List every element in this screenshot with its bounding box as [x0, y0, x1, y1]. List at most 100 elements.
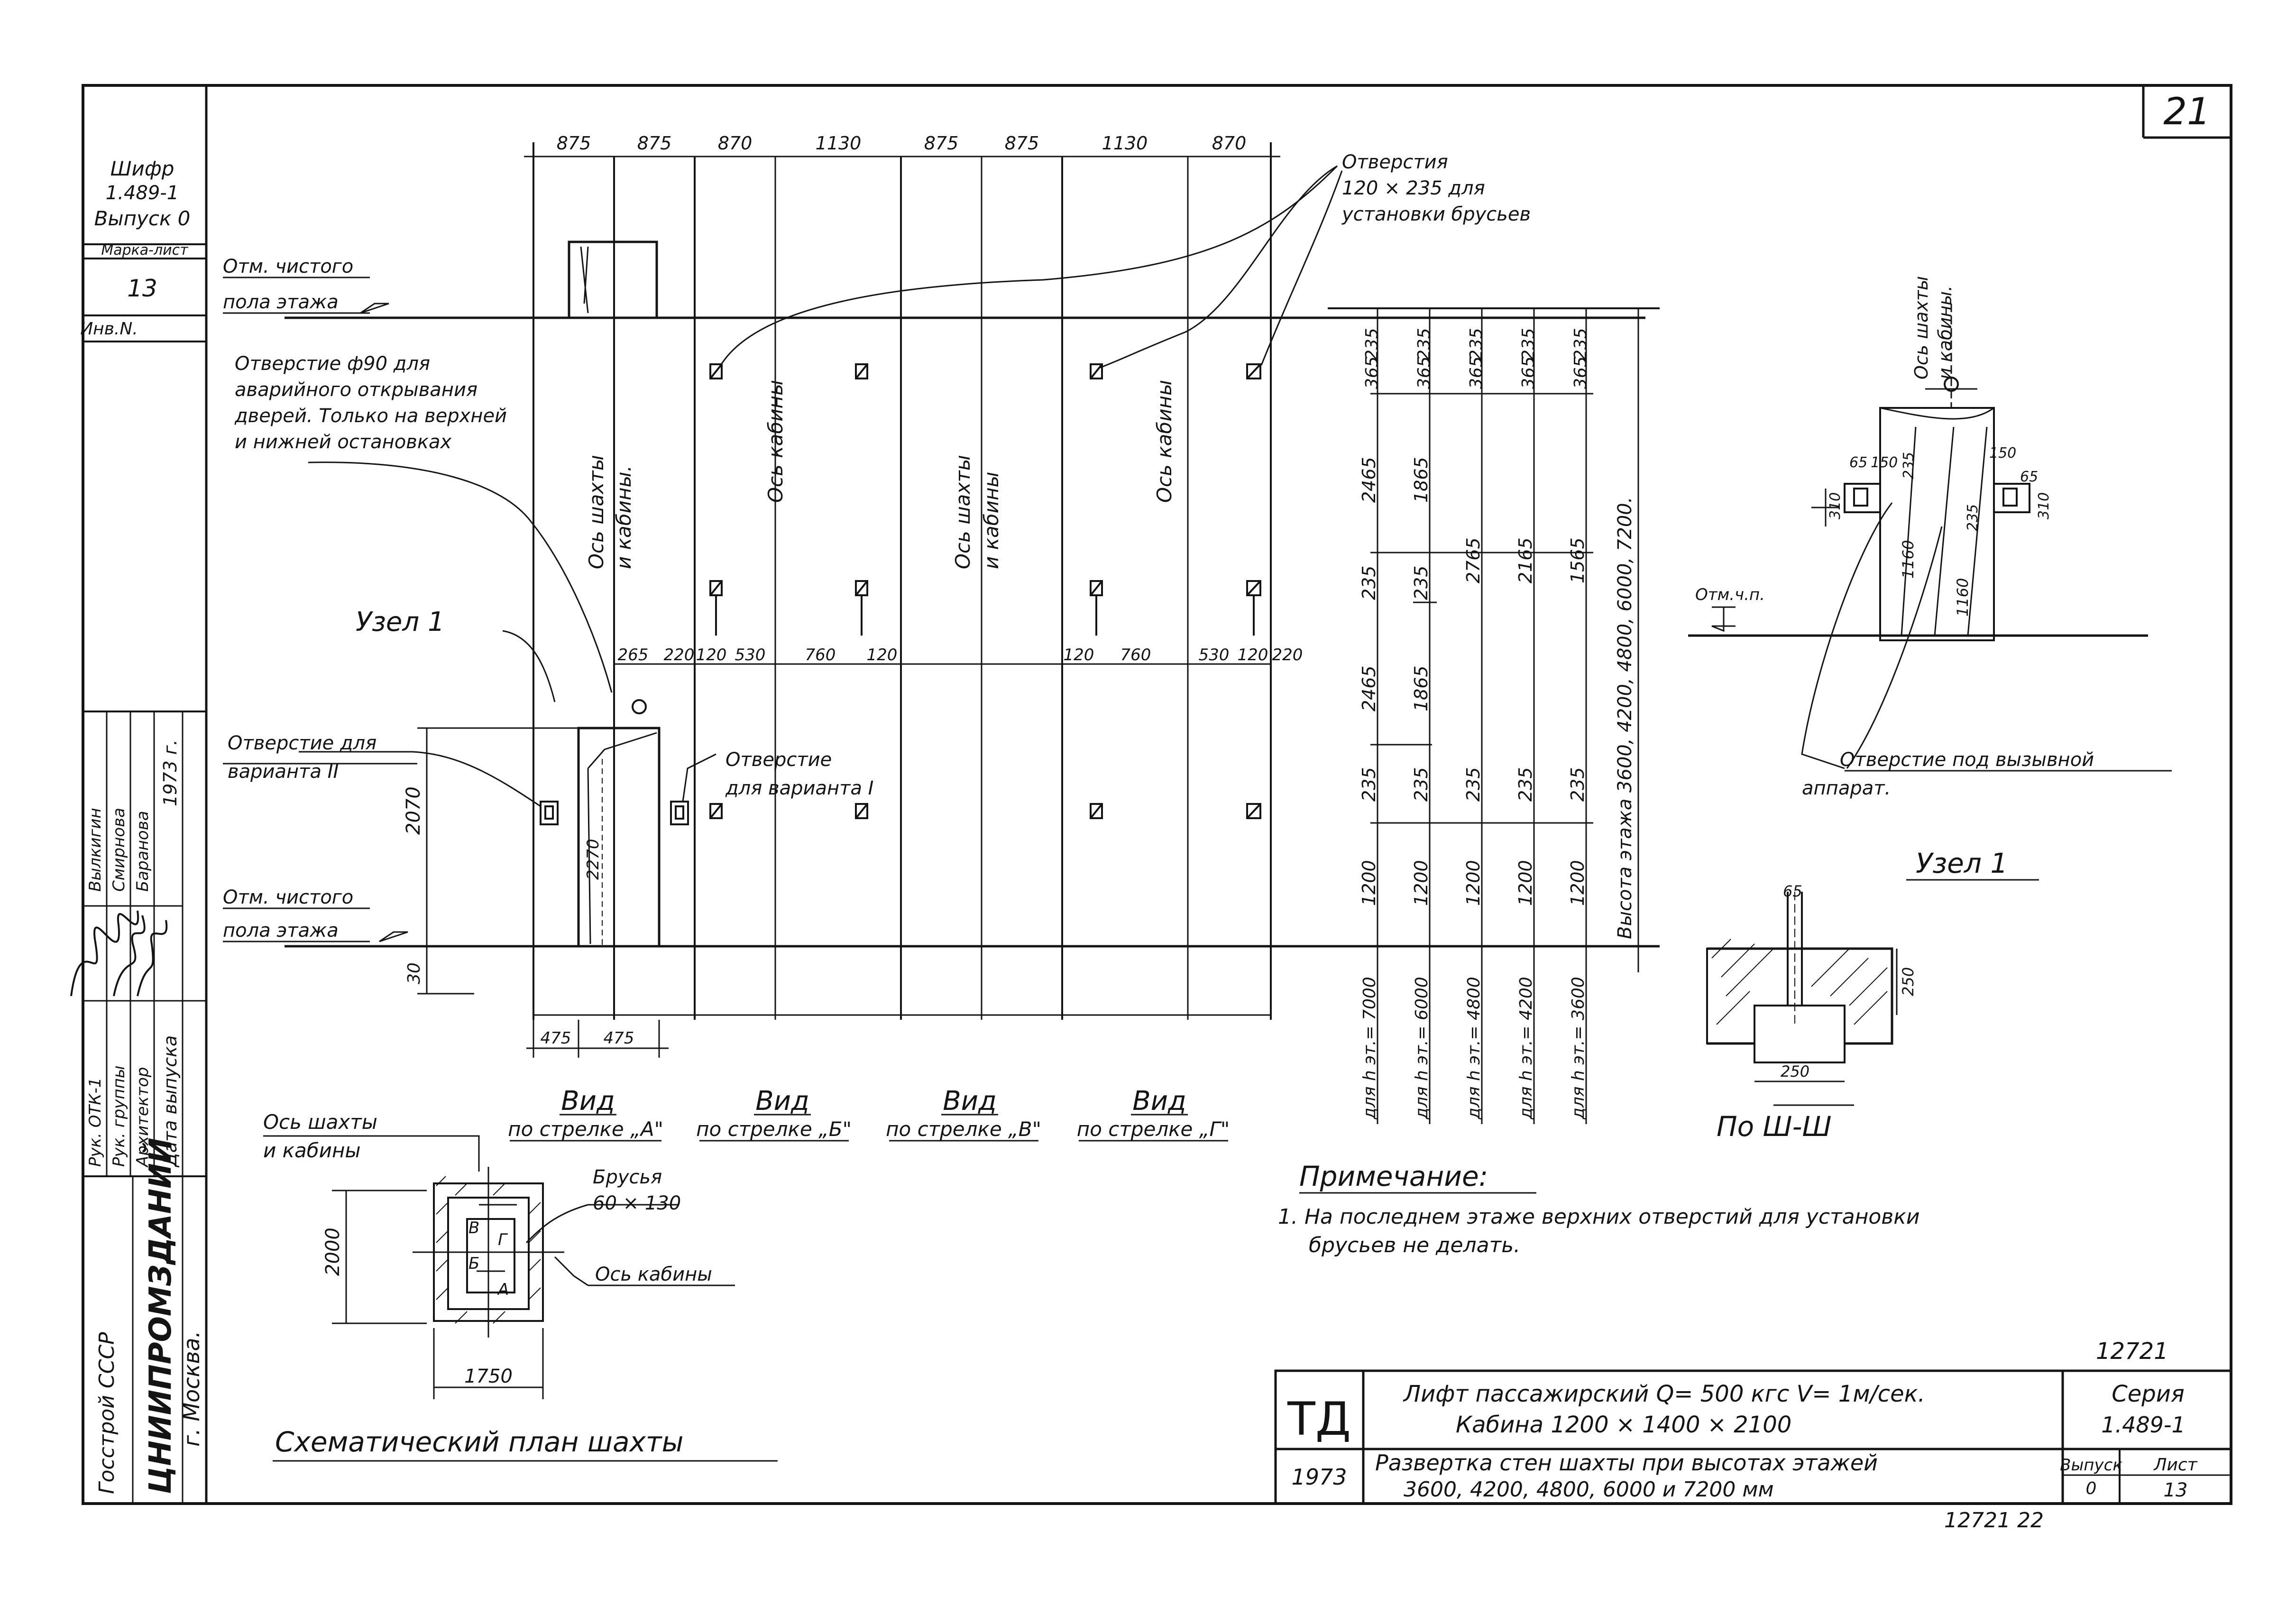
view-b-title: Вид: [755, 1086, 809, 1117]
tbl-c5-v1: 1565: [1567, 537, 1588, 583]
mid-dim-220b: 220: [1272, 646, 1303, 665]
node1-pointer: Узел 1: [356, 607, 445, 637]
top-dim-8: 870: [1212, 133, 1247, 154]
right-dim-235b: 235: [1965, 504, 1981, 531]
mid-dim-760a: 760: [805, 646, 836, 665]
tbl-col-label-3: для h эт.= 4800: [1464, 977, 1484, 1120]
stamp-ministry: Госстрой СССР: [95, 1332, 119, 1494]
axis-cabin-1: Ось кабины: [764, 380, 787, 503]
tb-issue-label: Выпуск: [2060, 1456, 2122, 1475]
view-v-subtitle: по стрелке „В": [886, 1117, 1041, 1141]
height-table: [1328, 307, 1660, 1124]
tbl-col-label-2: для h эт.= 6000: [1412, 977, 1432, 1120]
signatures: [70, 910, 168, 997]
dim-30: 30: [404, 962, 424, 984]
tb-year: 1973: [1291, 1464, 1347, 1490]
plan-title: Схематический план шахты: [275, 1426, 683, 1458]
tbl-row1-b-c2: 365: [1414, 356, 1434, 389]
tbl-row1-a-c3: 235: [1467, 328, 1486, 360]
left-stamp: [83, 243, 206, 1504]
plan-letter-g: Г: [498, 1230, 508, 1249]
tb-line1: Лифт пассажирский Q= 500 кгс V= 1м/сек.: [1403, 1381, 1925, 1407]
dim-475-2: 475: [604, 1029, 634, 1048]
plan-letter-v: В: [468, 1219, 479, 1237]
tbl-col-label-5: для h эт.= 3600: [1569, 977, 1588, 1120]
tbl-vertical-caption: Высота этажа 3600, 4200, 4800, 6000, 720…: [1614, 497, 1636, 939]
top-dim-3: 870: [718, 133, 753, 154]
node1-section-title: По Ш-Ш: [1717, 1110, 1832, 1143]
brace-holes: [540, 363, 1261, 825]
mid-dim-120b: 120: [867, 646, 898, 665]
floor-level-bottom-line1: Отм. чистого: [223, 886, 353, 908]
right-level: Отм.ч.п.: [1695, 585, 1765, 604]
axis-shaft-cabin-2-line2: и кабины: [980, 471, 1003, 569]
tb-line4: 3600, 4200, 4800, 6000 и 7200 мм: [1404, 1477, 1774, 1502]
tbl-c1-v5: 1200: [1359, 860, 1379, 906]
node1-drawing: [1706, 879, 2039, 1106]
view-a-title: Вид: [561, 1086, 615, 1117]
right-dim-1160b: 1160: [1954, 578, 1972, 617]
tbl-row1-a-c5: 235: [1571, 328, 1590, 360]
floor-level-top-line2: пола этажа: [223, 291, 339, 313]
tbl-c2-v4: 235: [1411, 767, 1432, 802]
right-axis-line1: Ось шахты: [1911, 276, 1932, 379]
tb-series-label: Серия: [2112, 1381, 2185, 1407]
tb-sheet-label: Лист: [2153, 1455, 2197, 1475]
tbl-row1-b-c1: 365: [1362, 356, 1382, 389]
node1-title: Узел 1: [1916, 847, 2008, 879]
top-dim-2: 875: [637, 133, 672, 154]
tbl-c3-v1: 2765: [1463, 537, 1484, 583]
top-dim-6: 875: [1005, 133, 1039, 154]
tbl-col-label-1: для h эт.= 7000: [1360, 977, 1379, 1120]
stamp-issue: Выпуск 0: [94, 207, 191, 230]
stamp-code: 1.489-1: [106, 182, 179, 204]
shaft-plan-drawing: [263, 1135, 778, 1462]
right-dim-310b: 310: [2036, 492, 2052, 519]
plan-beams-line1: Брусья: [593, 1166, 662, 1188]
right-dim-150b: 150: [1989, 445, 2016, 462]
top-dim-7: 1130: [1102, 133, 1148, 154]
right-dim-65a: 65: [1849, 454, 1867, 471]
mid-dim-120a: 120: [696, 646, 727, 665]
plan-axis-cabin: Ось кабины: [595, 1264, 712, 1285]
view-a-subtitle: по стрелке „А": [508, 1117, 663, 1141]
tb-line3: Развертка стен шахты при высотах этажей: [1375, 1450, 1878, 1476]
mid-dim-760b: 760: [1120, 646, 1151, 665]
tbl-c1-v4: 235: [1359, 767, 1379, 802]
sheet-frame: [82, 84, 2232, 1505]
tbl-c3-v3: 1200: [1463, 860, 1484, 906]
tbl-c4-v3: 1200: [1515, 860, 1536, 906]
hole-d90-line1: Отверстие ф90 для: [235, 353, 430, 375]
hole-var2-line1: Отверстие для: [228, 732, 377, 754]
stamp-role-1: Рук. ОТК-1: [86, 1078, 105, 1167]
tbl-c5-v2: 235: [1567, 767, 1588, 802]
plan-letter-a: А: [497, 1280, 509, 1299]
tbl-row1-b-c5: 365: [1571, 356, 1590, 389]
note-line1: 1. На последнем этаже верхних отверстий …: [1278, 1205, 1919, 1229]
plan-letter-b: Б: [468, 1254, 479, 1273]
title-block: [1274, 1369, 2232, 1505]
note-line2: брусьев не делать.: [1309, 1233, 1520, 1257]
dim-2270: 2270: [584, 839, 603, 880]
tbl-row1-a-c4: 235: [1519, 328, 1538, 360]
mid-dim-530a: 530: [735, 646, 766, 665]
view-v-title: Вид: [943, 1086, 997, 1117]
stamp-date-label: Дата выпуска: [160, 1035, 181, 1168]
tbl-col-label-4: для h эт.= 4200: [1516, 977, 1536, 1120]
view-captions: [510, 1114, 1228, 1142]
hole-var1-line1: Отверстие: [726, 749, 832, 771]
dim-475-1: 475: [541, 1029, 571, 1048]
view-g-subtitle: по стрелке „Г": [1077, 1117, 1230, 1141]
sheet-number: 21: [2163, 91, 2210, 133]
view-b-subtitle: по стрелке „Б": [696, 1117, 852, 1141]
right-dim-235a: 235: [1901, 452, 1917, 479]
tbl-c5-v3: 1200: [1567, 860, 1588, 906]
right-callout-line1: Отверстие под вызывной: [1840, 749, 2094, 771]
tbl-c2-v2: 235: [1411, 565, 1432, 600]
floor-level-bottom-line2: пола этажа: [223, 920, 339, 942]
right-dim-150a: 150: [1871, 454, 1898, 471]
stamp-institute: ЦНИИПРОМЗДАНИЙ: [142, 1138, 178, 1494]
stamp-role-3: Архитектор: [133, 1067, 152, 1168]
tb-inv-bottom: 12721 22: [1944, 1508, 2044, 1532]
right-dim-310a: 310: [1827, 492, 1844, 519]
